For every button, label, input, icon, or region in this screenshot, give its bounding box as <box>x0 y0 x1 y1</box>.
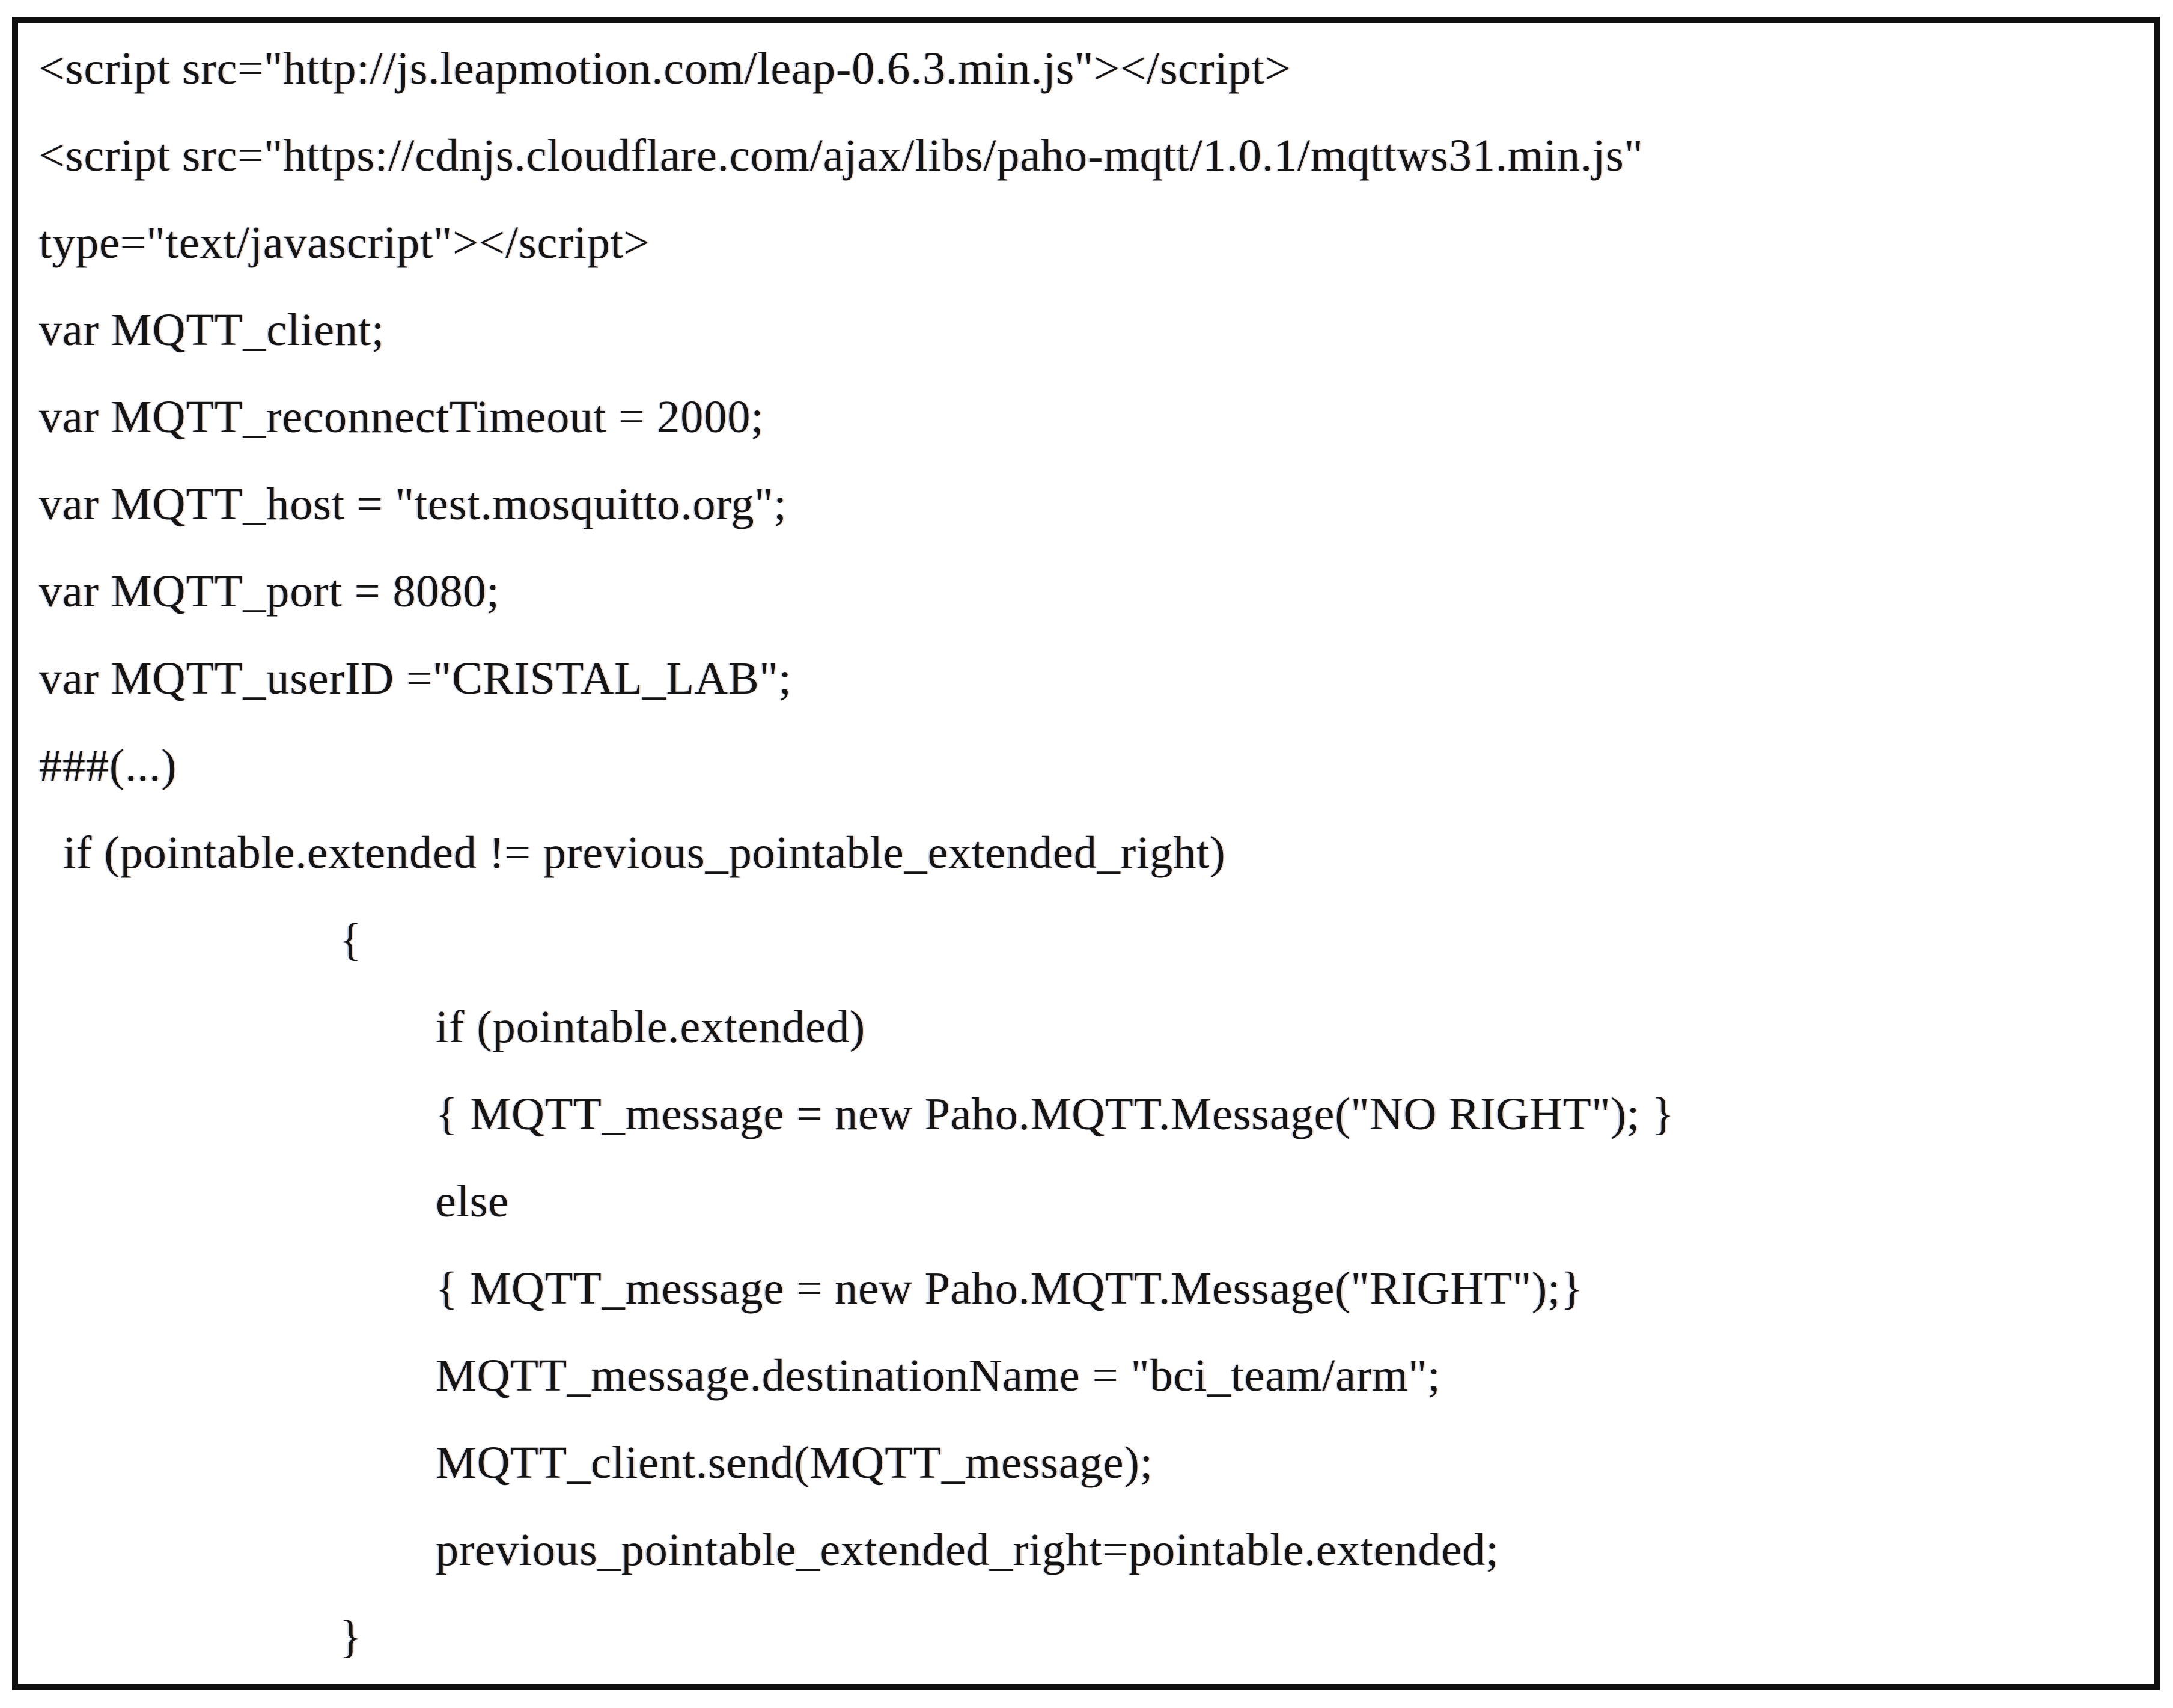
code-line: { MQTT_message = new Paho.MQTT.Message("… <box>39 1089 1675 1139</box>
code-line: MQTT_message.destinationName = "bci_team… <box>39 1350 1441 1401</box>
code-line: { MQTT_message = new Paho.MQTT.Message("… <box>39 1263 1583 1314</box>
code-line: var MQTT_host = "test.mosquitto.org"; <box>39 479 787 529</box>
code-line: <script src="http://js.leapmotion.com/le… <box>39 43 1291 94</box>
code-line: MQTT_client.send(MQTT_message); <box>39 1438 1153 1488</box>
code-line: previous_pointable_extended_right=pointa… <box>39 1525 1499 1575</box>
code-listing-box: <script src="http://js.leapmotion.com/le… <box>12 17 2160 1690</box>
code-line: else <box>39 1176 510 1227</box>
code-line: var MQTT_userID ="CRISTAL_LAB"; <box>39 653 792 704</box>
code-line: { <box>39 915 362 965</box>
code-line: } <box>39 1612 362 1662</box>
code-line: ###(...) <box>39 740 177 791</box>
code-listing: <script src="http://js.leapmotion.com/le… <box>18 23 2154 1681</box>
code-line: var MQTT_reconnectTimeout = 2000; <box>39 392 764 442</box>
code-line: if (pointable.extended) <box>39 1002 866 1052</box>
code-line: type="text/javascript"></script> <box>39 218 650 268</box>
code-line: <script src="https://cdnjs.cloudflare.co… <box>39 130 1644 181</box>
code-line: if (pointable.extended != previous_point… <box>39 828 1226 878</box>
code-line: var MQTT_port = 8080; <box>39 566 500 617</box>
code-line: var MQTT_client; <box>39 305 385 355</box>
